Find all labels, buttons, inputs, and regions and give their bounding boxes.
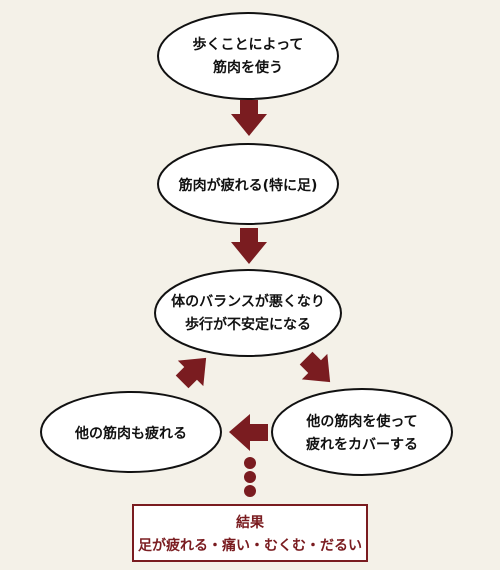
node-step5-line1: 他の筋肉も疲れる: [74, 425, 187, 442]
result-text: 足が疲れる・痛い・むくむ・だるい: [138, 537, 362, 554]
left-arrow-icon: [229, 414, 268, 451]
node-step2: 筋肉が疲れる(特に足): [157, 143, 339, 225]
node-step5: 他の筋肉も疲れる: [40, 391, 222, 473]
node-step3-line2: 歩行が不安定になる: [185, 316, 311, 333]
down-arrow-icon: [231, 100, 267, 136]
up-right-arrow-icon: [175, 357, 207, 389]
result-box: 結果 足が疲れる・痛い・むくむ・だるい: [132, 504, 368, 562]
node-step4-line1: 他の筋肉を使って: [305, 413, 417, 430]
node-step4: 他の筋肉を使って 疲れをカバーする: [271, 388, 453, 476]
node-step4-line2: 疲れをカバーする: [306, 436, 418, 453]
node-step1: 歩くことによって 筋肉を使う: [157, 12, 339, 100]
down-right-arrow-icon: [299, 351, 331, 383]
continuation-dots-icon: [244, 457, 256, 497]
node-step3-line1: 体のバランスが悪くなり: [171, 293, 325, 310]
result-title: 結果: [236, 514, 265, 531]
node-step1-line2: 筋肉を使う: [213, 59, 283, 76]
down-arrow-icon: [231, 228, 267, 264]
node-step3: 体のバランスが悪くなり 歩行が不安定になる: [154, 269, 342, 357]
node-step2-line1: 筋肉が疲れる(特に足): [179, 177, 318, 194]
node-step1-line1: 歩くことによって: [193, 36, 304, 53]
